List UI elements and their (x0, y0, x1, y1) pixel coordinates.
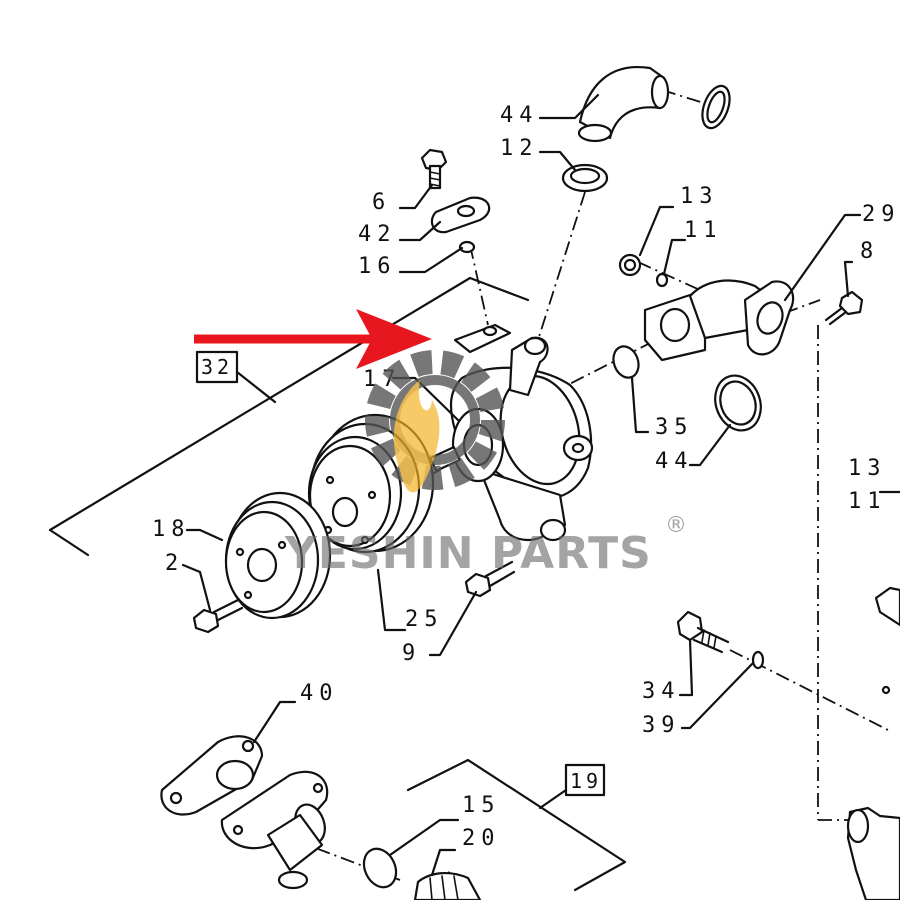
washer-39-part (751, 650, 765, 670)
sensor-34-part (676, 610, 730, 654)
bolt-8-part (824, 290, 864, 326)
callout-2: 2 (165, 551, 184, 576)
group-19-bracket: 19 (406, 758, 627, 892)
gasket-44-part (714, 374, 762, 432)
seal-cap-part (618, 253, 642, 277)
callout-44-mid: 44 (655, 449, 694, 474)
hose-20-part (413, 872, 482, 900)
outlet-elbow-part (220, 770, 329, 890)
watermark-text: YESHIN PARTS (284, 528, 652, 579)
callout-34: 34 (642, 679, 681, 704)
callout-16: 16 (358, 254, 397, 279)
pulley-18-part (224, 491, 332, 620)
callout-13-right: 13 (848, 456, 887, 481)
washer-part (458, 240, 476, 254)
callout-13-top: 13 (680, 184, 719, 209)
callout-20: 20 (462, 826, 501, 851)
callout-box-19: 19 (570, 769, 602, 793)
watermark-logo: YESHIN PARTS ® (284, 350, 687, 579)
oring-15-part (362, 847, 398, 889)
leader-lines (181, 93, 900, 877)
flange-plate-part (430, 196, 491, 234)
bolt-part (420, 148, 448, 190)
oring-35-part (612, 345, 640, 379)
callout-29: 29 (862, 202, 900, 227)
bolt-2-part (192, 598, 244, 634)
callout-35: 35 (655, 415, 694, 440)
callout-40: 40 (300, 681, 339, 706)
right-edge-parts (846, 586, 900, 900)
highlight-arrow (194, 309, 432, 369)
callout-6: 6 (372, 190, 391, 215)
callout-25: 25 (405, 607, 444, 632)
callout-11-right: 11 (848, 489, 887, 514)
callout-numbers: 44 12 6 42 16 13 11 29 8 17 35 44 13 11 … (152, 103, 900, 851)
callout-15: 15 (462, 793, 501, 818)
callout-11-top: 11 (684, 218, 723, 243)
callout-12: 12 (500, 136, 539, 161)
seal-ring-part (701, 84, 731, 130)
gasket-40-part (160, 735, 264, 816)
thermostat-housing-part (643, 279, 795, 362)
group-32-bracket: 32 (48, 276, 530, 557)
small-oring-part (655, 272, 669, 288)
callout-9: 9 (402, 641, 421, 666)
callout-44-top: 44 (500, 103, 539, 128)
hose-elbow-part (577, 65, 670, 143)
bolt-9-part (464, 560, 516, 598)
callout-18: 18 (152, 517, 191, 542)
watermark-registered-mark: ® (665, 513, 687, 538)
pulley-25-part (307, 413, 435, 554)
callout-42: 42 (358, 222, 397, 247)
callout-39: 39 (642, 713, 681, 738)
callout-box-32: 32 (201, 355, 233, 379)
hose-clamp-part (561, 163, 609, 193)
callout-8: 8 (860, 239, 879, 264)
